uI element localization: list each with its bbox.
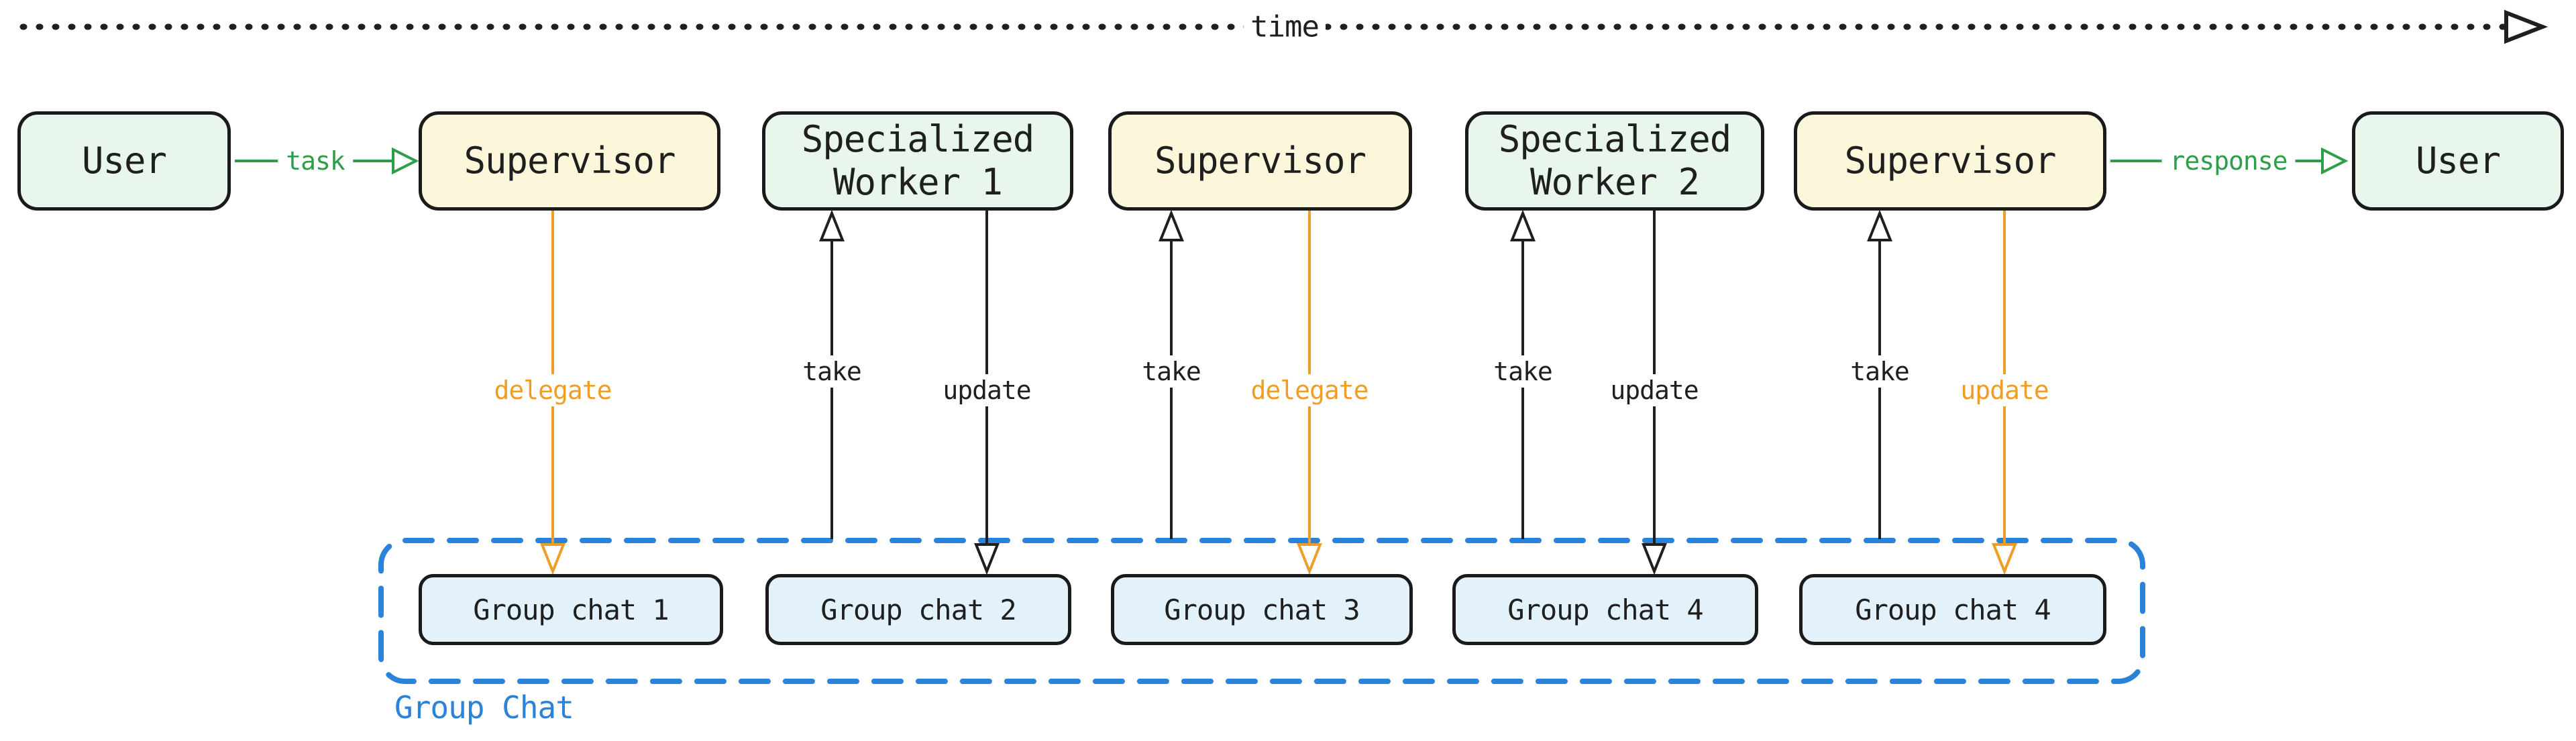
node-specialized-worker-2: Specialized Worker 2 [1465,111,1764,211]
node-supervisor-3: Supervisor [1794,111,2106,211]
update-2-edge-label: update [1602,374,1707,406]
delegate-2-edge-label: delegate [1242,374,1377,406]
delegate-1-edge-label: delegate [486,374,620,406]
update-1-edge-label: update [934,374,1039,406]
node-group-chat-1: Group chat 1 [419,574,723,645]
node-specialized-worker-1: Specialized Worker 1 [762,111,1073,211]
delegate-1-arrowhead [540,543,566,575]
take-3-arrowhead [1510,209,1536,241]
take-1-edge-label: take [794,355,869,388]
node-group-chat-2: Group chat 2 [765,574,1071,645]
update-1-arrowhead [974,543,1000,575]
node-supervisor-2: Supervisor [1108,111,1412,211]
task-arrowhead [392,147,419,175]
take-1-arrowhead [819,209,845,241]
node-group-chat-3: Group chat 3 [1111,574,1413,645]
update-2-arrowhead [1642,543,1667,575]
update-3-edge-label: update [1952,374,2057,406]
timeline-arrowhead [2504,9,2548,44]
node-group-chat-4b: Group chat 4 [1799,574,2106,645]
take-4-arrowhead [1867,209,1892,241]
group-chat-container-border [378,538,2145,684]
task-edge-label: task [278,145,353,177]
take-2-edge-label: take [1134,355,1209,388]
response-edge-label: response [2161,145,2296,177]
node-supervisor-1: Supervisor [419,111,720,211]
node-user-right: User [2352,111,2564,211]
time-axis-label: time [1244,9,1326,44]
update-3-arrowhead [1992,543,2017,575]
node-user-left: User [17,111,231,211]
take-3-edge-label: take [1485,355,1560,388]
response-arrowhead [2321,147,2349,175]
node-group-chat-4: Group chat 4 [1452,574,1758,645]
take-2-arrowhead [1159,209,1184,241]
delegate-2-arrowhead [1297,543,1322,575]
group-chat-container-label: Group Chat [394,689,574,726]
take-4-edge-label: take [1842,355,1917,388]
